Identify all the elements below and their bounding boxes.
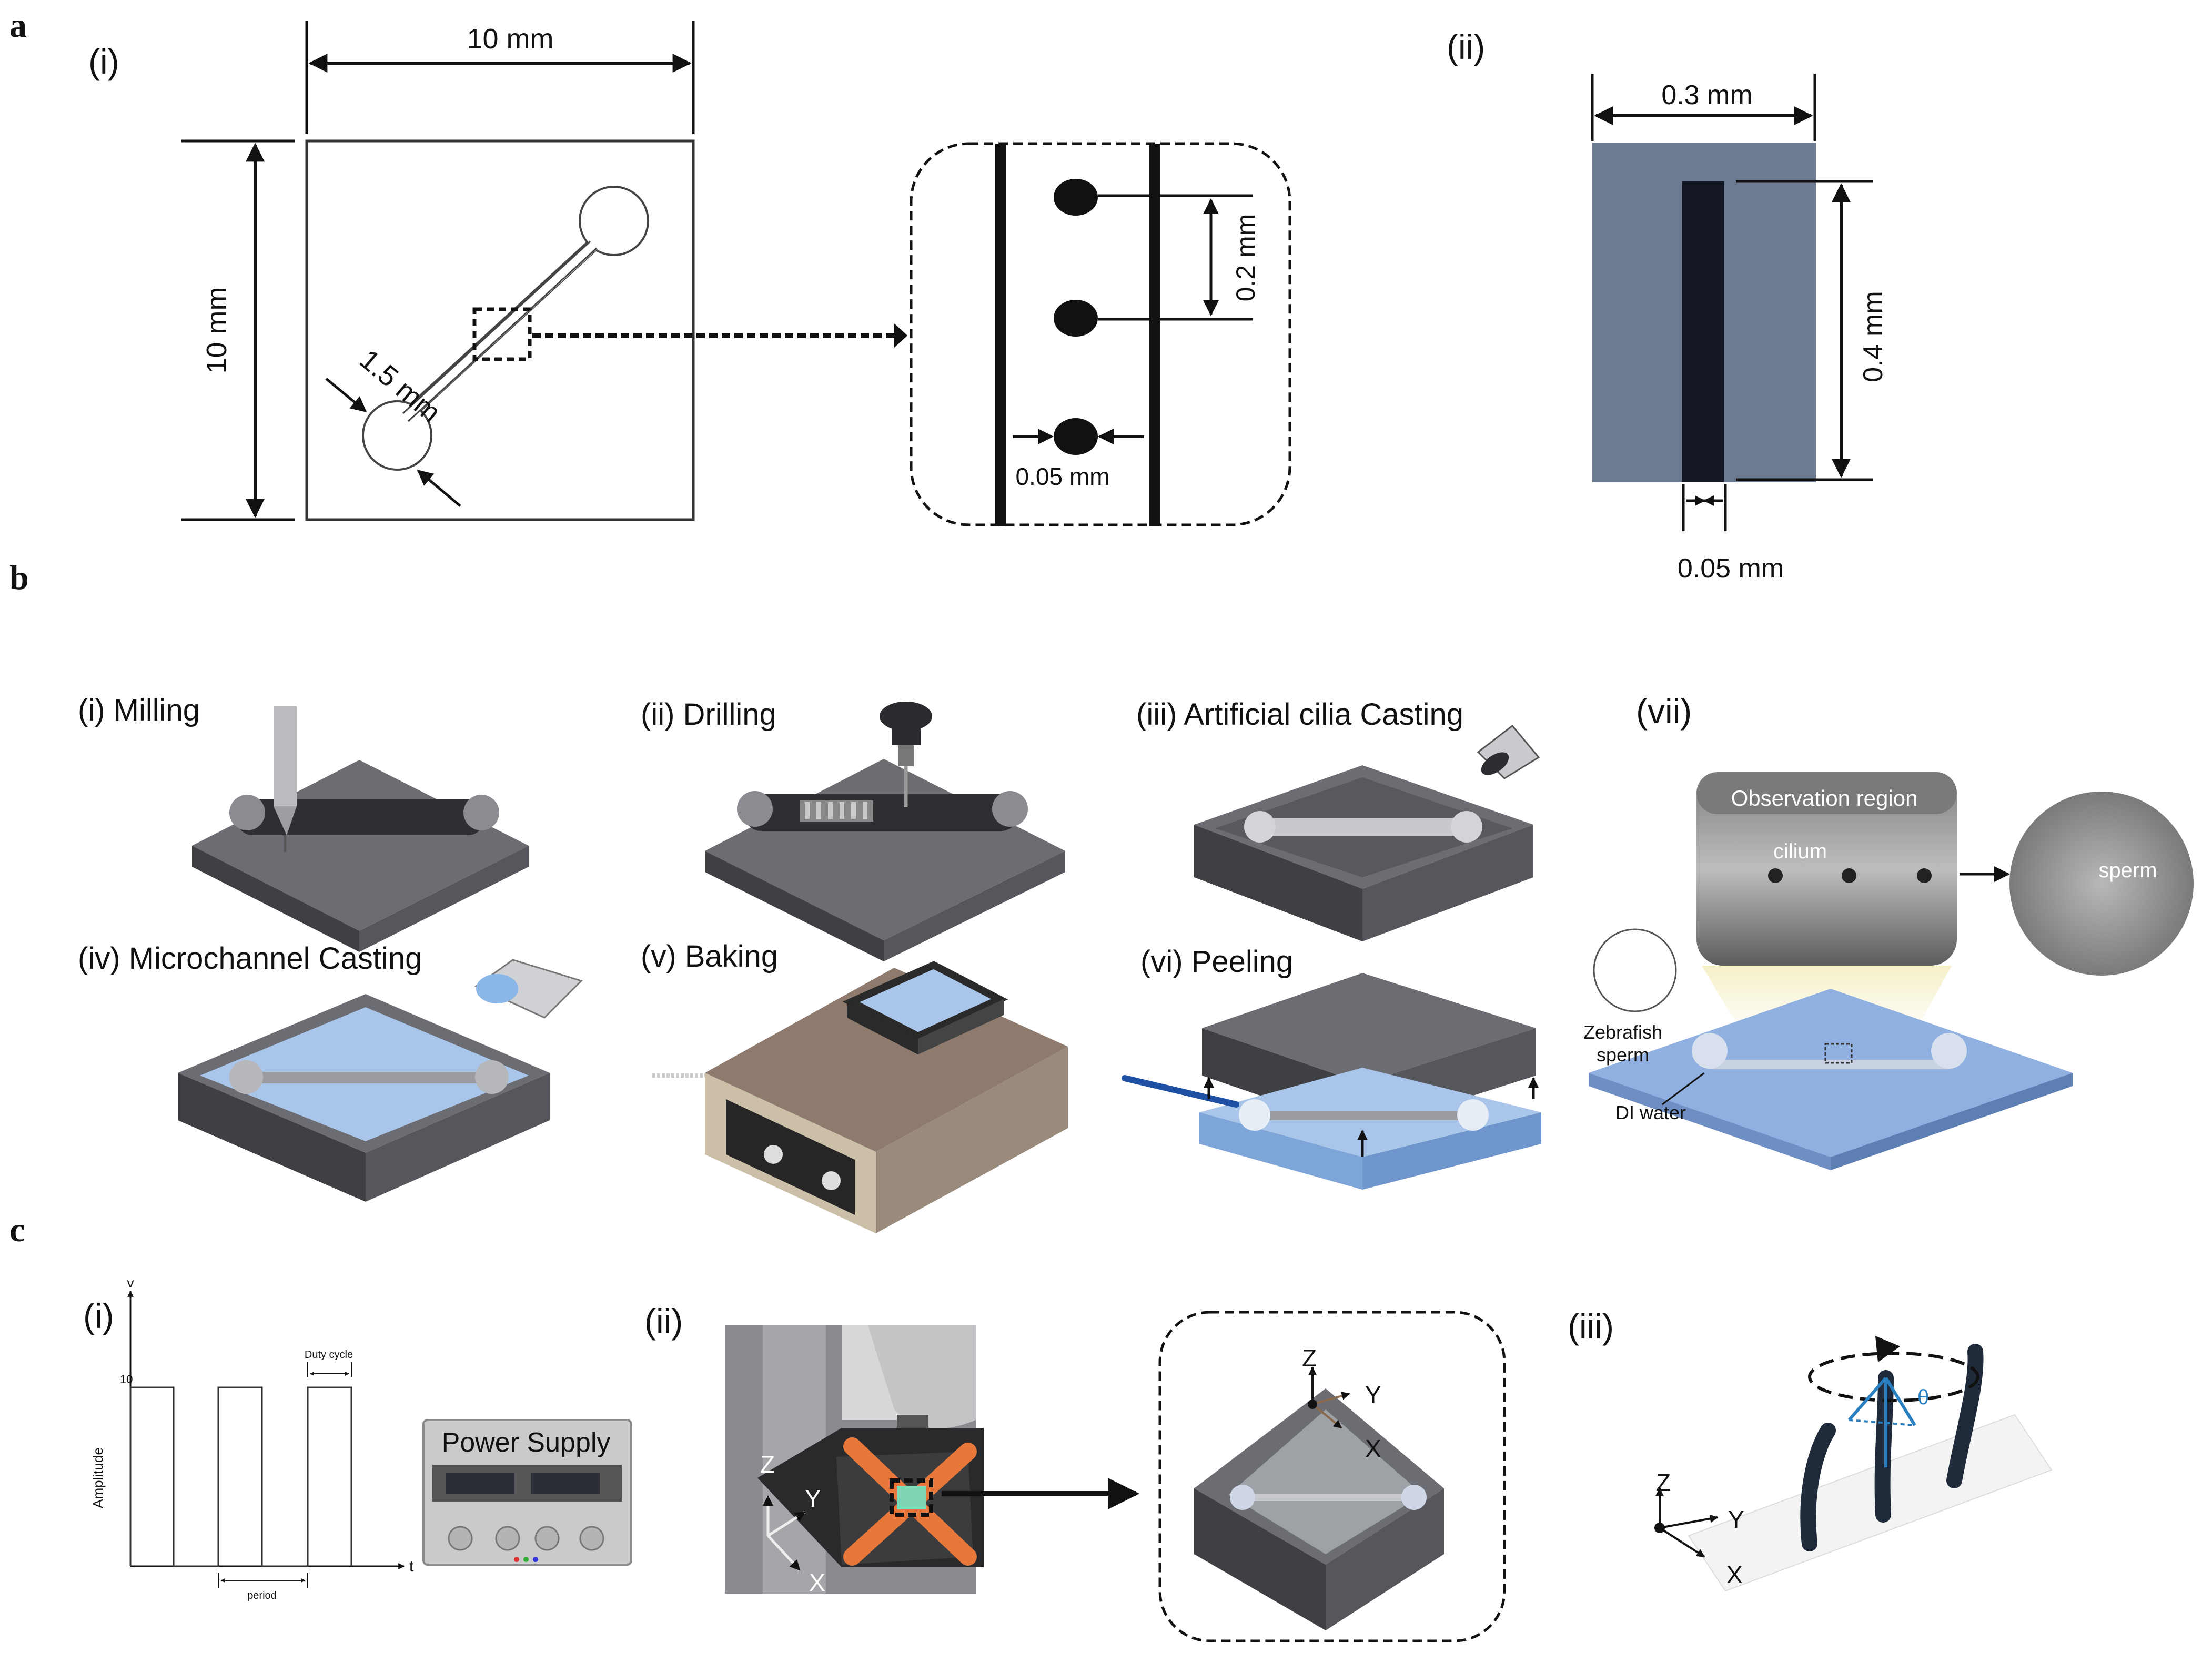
power-supply-label: Power Supply — [442, 1427, 611, 1458]
zebrafish-label-1: Zebrafish — [1583, 1021, 1662, 1043]
microscope-setup-illustration — [725, 1325, 984, 1594]
tilt-angle-label: θ — [1917, 1386, 1929, 1409]
setup-axis-y: Y — [805, 1485, 821, 1512]
step-vii-label: (vii) — [1636, 692, 1692, 731]
panel-c-ii-label: (ii) — [644, 1302, 683, 1341]
zoom-detail-frame — [910, 142, 1291, 526]
sperm-micrograph — [2009, 792, 2194, 976]
panel-c-i-label: (i) — [83, 1296, 114, 1335]
observation-region-image — [1696, 772, 1957, 966]
setup-axis-x: X — [809, 1569, 825, 1596]
height-label-ii: 0.4 mm — [1858, 291, 1888, 382]
zoom-axis-z: Z — [1302, 1344, 1317, 1372]
step-peeling-label: (vi) Peeling — [1140, 945, 1293, 979]
height-label: 10 mm — [201, 287, 233, 373]
reservoir-arrow-top — [325, 378, 367, 412]
chip-zoom-illustration — [1194, 1366, 1444, 1630]
cilium-dot-3 — [1054, 418, 1098, 455]
step-milling-label: (i) Milling — [78, 693, 200, 727]
zebrafish-sperm-inset — [1593, 928, 1677, 1012]
motion-axis-z: Z — [1656, 1469, 1671, 1496]
waveform-x-axis-label: t — [409, 1558, 414, 1575]
outlet-reservoir — [579, 186, 649, 256]
panel-b-letter: b — [9, 559, 29, 597]
peeling-illustration — [1122, 973, 1541, 1190]
cilium-dot-1 — [1054, 179, 1098, 216]
observation-region-title: Observation region — [1731, 786, 1918, 810]
zoom-axis-x: X — [1365, 1435, 1381, 1462]
amplitude-axis-title: Amplitude — [90, 1447, 106, 1508]
cilium-width-label: 0.05 mm — [1016, 463, 1110, 490]
chip-with-water-illustration — [1589, 989, 2073, 1170]
motion-axis-x: X — [1726, 1561, 1743, 1588]
waveform-y-axis-label: v — [127, 1275, 134, 1291]
drilling-illustration — [705, 702, 1065, 961]
chip-zoom-frame — [1158, 1311, 1506, 1642]
cilium-pillar — [1682, 181, 1724, 482]
step-drilling-label: (ii) Drilling — [641, 697, 776, 732]
step-microchannel-casting-label: (iv) Microchannel Casting — [78, 941, 422, 976]
di-water-label: DI water — [1615, 1102, 1686, 1123]
milling-illustration — [192, 706, 529, 952]
spacing-label: 0.2 mm — [1231, 214, 1260, 302]
panel-c-letter: c — [9, 1211, 25, 1249]
reservoir-arrow-bottom — [417, 470, 461, 507]
zoom-axis-y: Y — [1365, 1381, 1381, 1408]
zoom-region-box — [472, 307, 532, 361]
square-wave — [129, 1386, 352, 1567]
microchannel-casting-illustration — [178, 959, 583, 1202]
waveform-amplitude-value: 10 — [120, 1373, 133, 1386]
setup-axis-z: Z — [760, 1451, 775, 1478]
period-label: period — [247, 1590, 277, 1601]
power-supply-device — [422, 1419, 632, 1566]
baking-hotplate-illustration — [652, 961, 1068, 1466]
panel-a-letter: a — [9, 6, 27, 45]
step-baking-label: (v) Baking — [641, 939, 778, 973]
cilium-width-label-ii: 0.05 mm — [1678, 553, 1784, 584]
cilium-dot-2 — [1054, 300, 1098, 337]
panel-c-iii-label: (iii) — [1568, 1307, 1614, 1346]
inlet-reservoir — [362, 400, 432, 471]
panel-a-i-label: (i) — [88, 42, 119, 81]
sperm-annotation: sperm — [2098, 859, 2157, 882]
width-label: 10 mm — [467, 23, 553, 55]
cilia-motion-illustration — [1654, 1336, 2053, 1592]
panel-a-ii-label: (ii) — [1447, 27, 1485, 66]
duty-cycle-label: Duty cycle — [305, 1349, 353, 1361]
zebrafish-label-2: sperm — [1597, 1044, 1649, 1066]
width-label-ii: 0.3 mm — [1661, 80, 1752, 110]
cilium-annotation: cilium — [1773, 840, 1827, 863]
step-cilia-casting-label: (iii) Artificial cilia Casting — [1136, 697, 1463, 732]
cilia-casting-illustration — [1194, 724, 1540, 941]
motion-axis-y: Y — [1728, 1506, 1744, 1533]
